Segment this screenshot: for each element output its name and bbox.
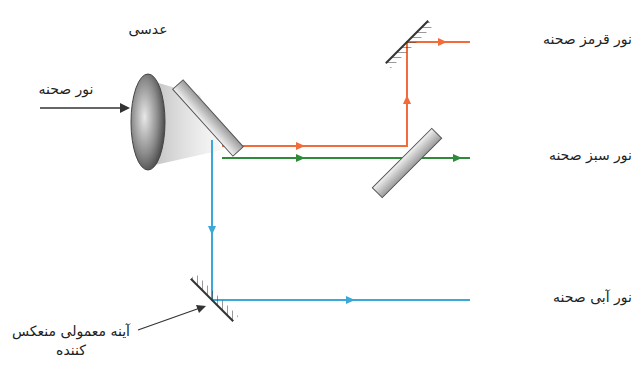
light-label: نور صحنه — [18, 80, 114, 99]
arrowhead — [346, 296, 355, 304]
dichroic-mirror — [173, 80, 244, 156]
arrowhead — [403, 95, 411, 104]
arrowhead — [438, 38, 447, 46]
arrowhead — [296, 154, 305, 162]
light-label: نور آبی صحنه — [478, 288, 632, 307]
arrowhead — [208, 226, 216, 235]
light-label: آینه معمولی منعکس کننده — [12, 322, 130, 360]
plain-mirror — [191, 274, 238, 321]
light-label: عدسی — [118, 20, 178, 39]
plain-mirror — [386, 21, 433, 68]
arrowhead — [453, 154, 462, 162]
arrowhead — [296, 142, 305, 150]
lens — [131, 74, 165, 170]
arrowhead — [120, 103, 130, 113]
blue-ray — [212, 140, 470, 300]
scene-ray — [40, 107, 124, 109]
arrowhead — [196, 305, 206, 313]
leader-line — [138, 308, 200, 330]
light-label: نور سبز صحنه — [478, 146, 632, 165]
light-label: نور قرمز صحنه — [478, 30, 632, 49]
dichroic-mirror — [372, 128, 441, 197]
green-ray — [222, 157, 470, 159]
